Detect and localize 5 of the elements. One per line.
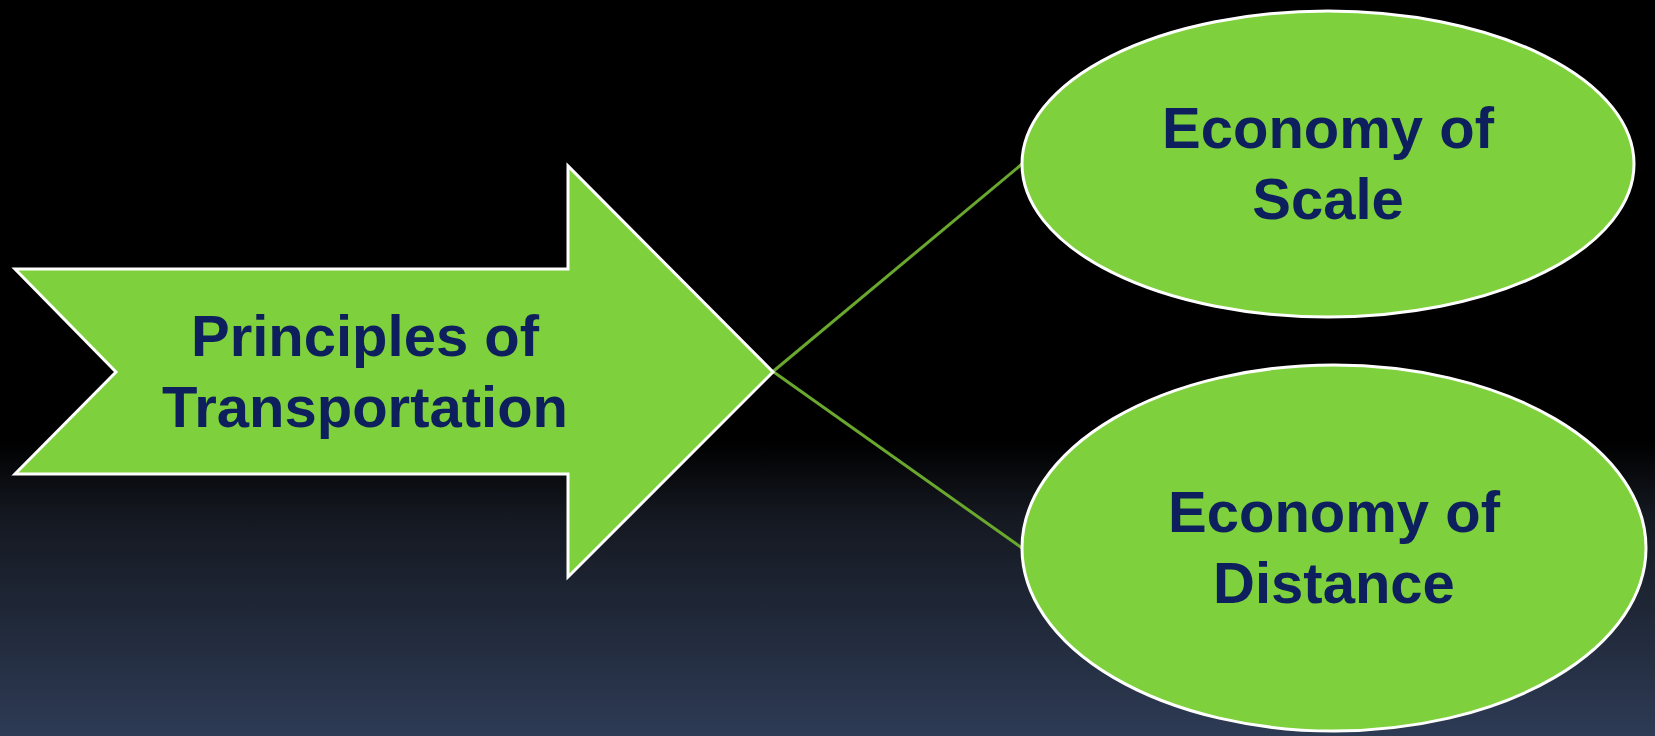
node-text: Economy of Distance bbox=[1167, 478, 1502, 617]
node-text: Economy of Scale bbox=[1161, 94, 1496, 233]
node-text: Principles of Transportation bbox=[161, 301, 569, 441]
connector-line bbox=[772, 370, 1023, 550]
connector-line bbox=[772, 162, 1023, 373]
